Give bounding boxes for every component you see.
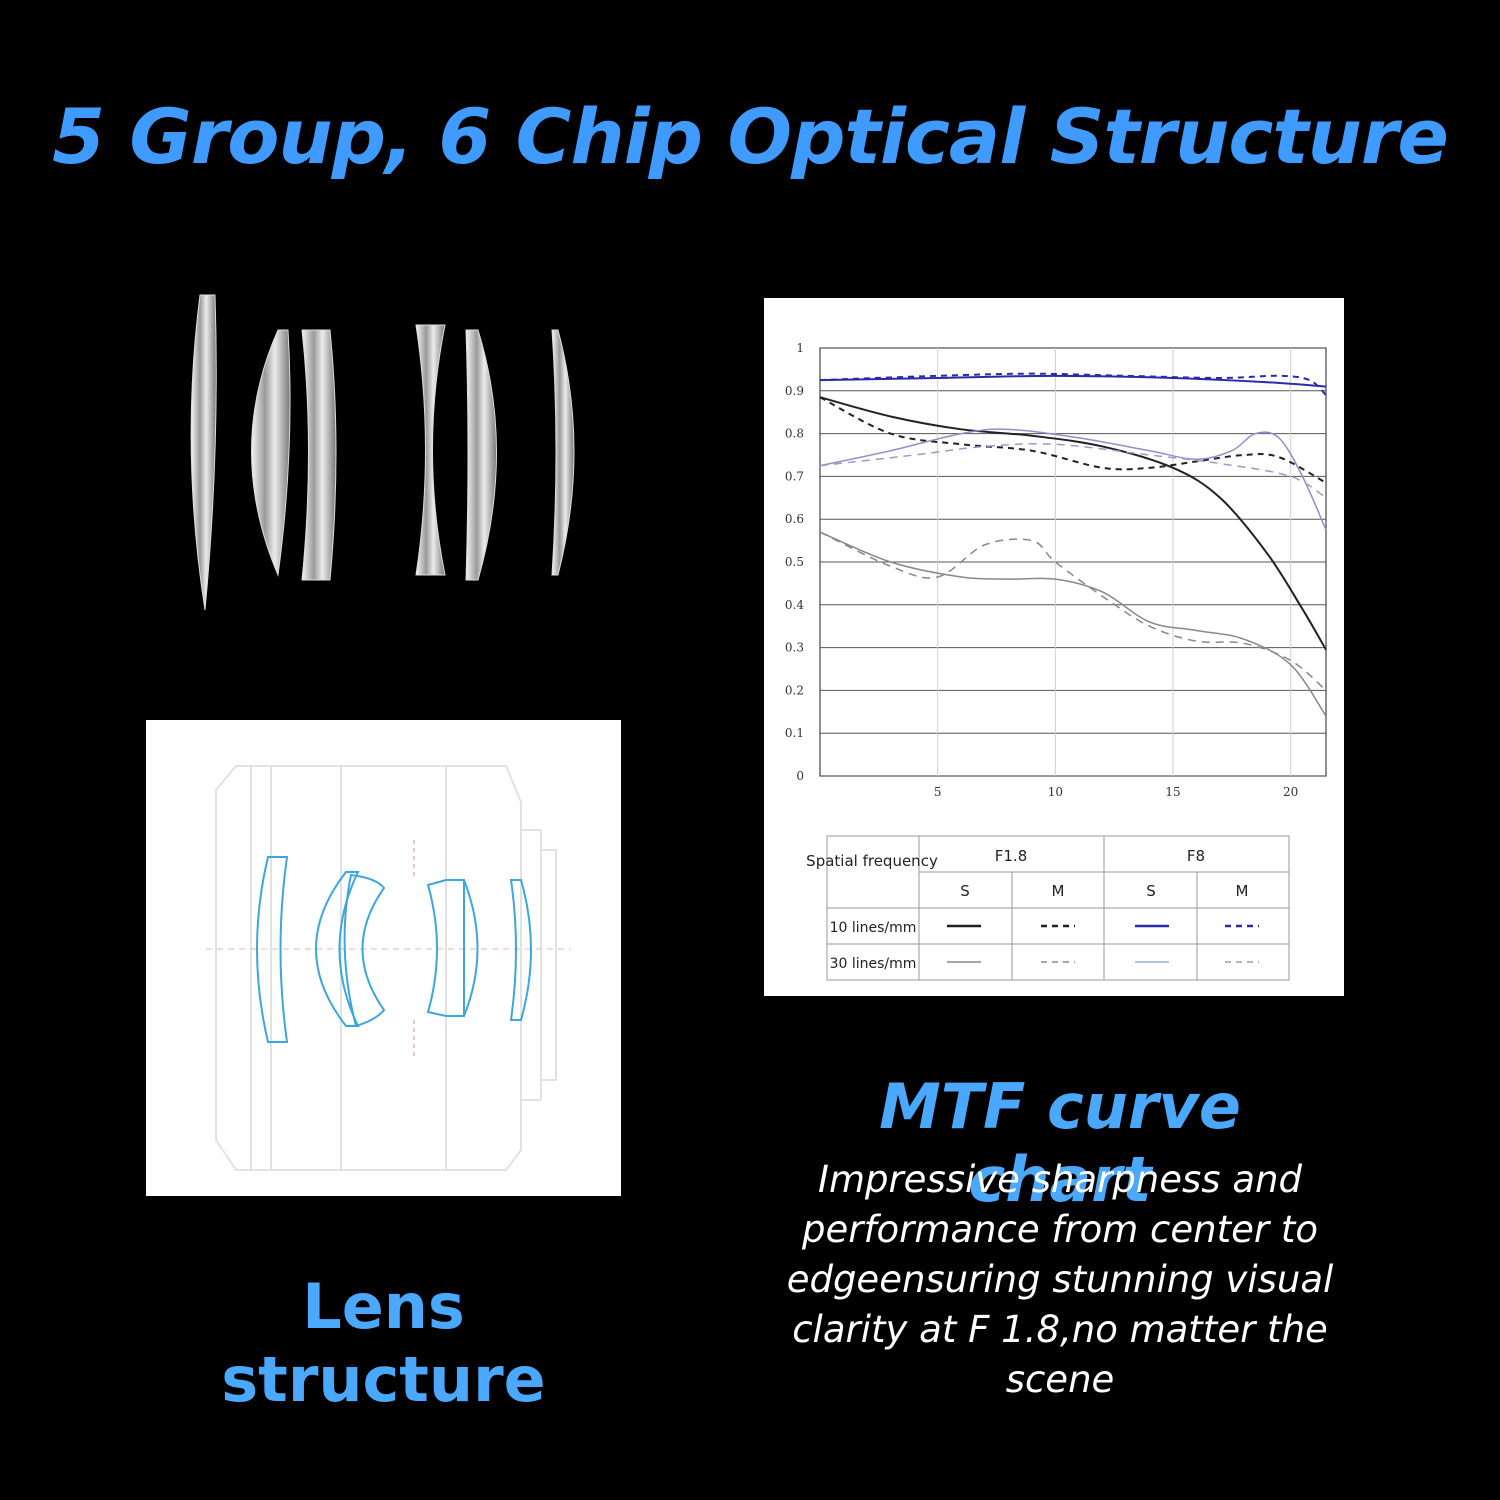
- lens-structure-caption: Lens structure: [221, 1270, 546, 1416]
- lens-element-outlines: [256, 856, 532, 1043]
- legend-row-10: 10 lines/mm: [830, 920, 917, 936]
- y-tick-label: 0.6: [785, 512, 804, 526]
- x-tick-label: 15: [1165, 785, 1180, 799]
- series-line-6: [819, 428, 1327, 531]
- mtf-chart: 0 0.1 0.2 0.3 0.4 0.5 0.6 0.7 0.8 0.9 1 5 10 15 20 Sp…: [785, 341, 1327, 981]
- series-line-5: [819, 531, 1327, 691]
- legend-row-30: 30 lines/mm: [830, 956, 917, 972]
- mtf-description: Impressive sharpness and performance fro…: [786, 1158, 1334, 1401]
- legend-col-s-f8: S: [1146, 882, 1156, 900]
- legend-table: Spatial frequency F1.8 F8 S M S M 10 lin…: [806, 835, 1290, 981]
- y-tick-label: 0.1: [785, 726, 804, 740]
- x-tick-label: 20: [1283, 785, 1298, 799]
- lens-barrel-outline: [215, 765, 557, 1171]
- lens-element-2: [251, 329, 291, 577]
- lens-element-5: [465, 329, 497, 581]
- mtf-chart-title: MTF curve chart: [879, 1070, 1241, 1216]
- legend-group-f8: F8: [1187, 847, 1205, 865]
- lens-element-6: [551, 329, 575, 576]
- series-line-7: [819, 443, 1327, 499]
- lens-structure-diagram: [146, 720, 621, 1196]
- series-line-4: [819, 531, 1327, 717]
- exploded-lens-elements-image: [190, 294, 575, 611]
- y-tick-label: 0.3: [785, 641, 804, 655]
- y-tick-label: 1: [796, 341, 804, 355]
- legend-col-m-f18: M: [1052, 882, 1065, 900]
- y-tick-label: 0.5: [785, 555, 804, 569]
- series-line-1: [819, 396, 1327, 484]
- y-tick-label: 0.9: [785, 384, 804, 398]
- y-tick-label: 0.8: [785, 427, 804, 441]
- mtf-chart-panel: 0 0.1 0.2 0.3 0.4 0.5 0.6 0.7 0.8 0.9 1 5 10 15 20 Sp…: [764, 298, 1344, 996]
- lens-element-1: [190, 294, 217, 611]
- series-line-0: [819, 396, 1327, 651]
- page-title: 5 Group, 6 Chip Optical Structure: [52, 92, 1449, 181]
- legend-col-s-f18: S: [960, 882, 970, 900]
- legend-row-header: Spatial frequency: [806, 852, 938, 870]
- legend-group-f18: F1.8: [995, 847, 1027, 865]
- lens-element-3: [301, 329, 337, 581]
- y-tick-label: 0.7: [785, 469, 804, 483]
- series-line-2: [819, 374, 1327, 388]
- y-tick-label: 0.4: [785, 598, 804, 612]
- x-tick-label: 10: [1048, 785, 1063, 799]
- y-tick-label: 0: [796, 769, 804, 783]
- series-line-3: [819, 372, 1327, 396]
- y-tick-label: 0.2: [785, 683, 804, 697]
- lens-element-4: [415, 324, 446, 576]
- x-tick-label: 5: [934, 785, 942, 799]
- legend-col-m-f8: M: [1236, 882, 1249, 900]
